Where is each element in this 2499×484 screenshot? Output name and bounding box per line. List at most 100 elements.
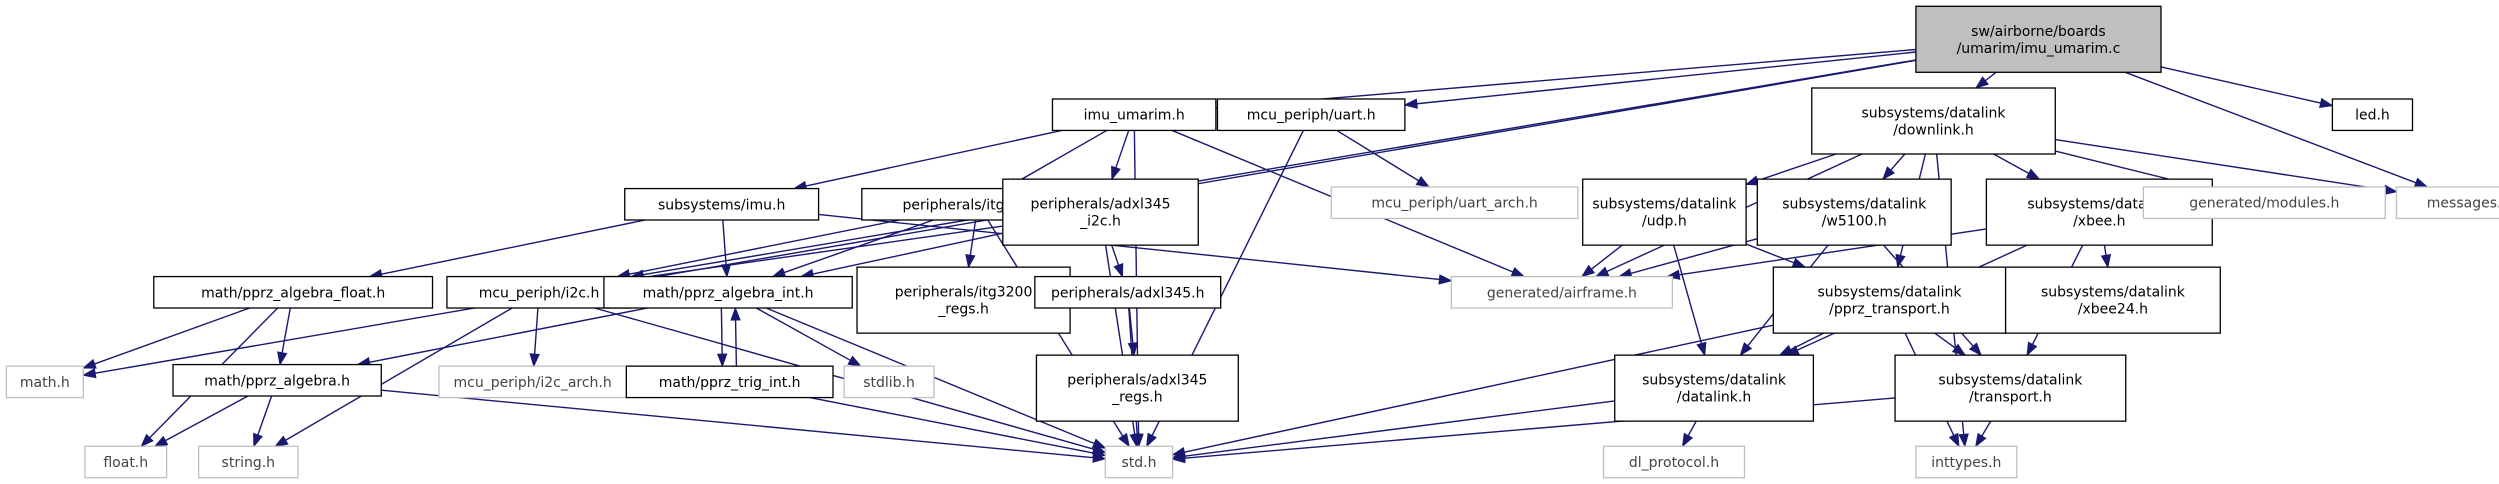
node-box	[1104, 445, 1174, 479]
arrowhead-icon	[1091, 438, 1107, 449]
node-box	[843, 365, 935, 399]
node-stdlib-h[interactable]: stdlib.h	[843, 365, 935, 399]
node-i2c-h[interactable]: mcu_periph/i2c.h	[446, 275, 632, 309]
node-imu-umarim-h[interactable]: imu_umarim.h	[1051, 98, 1217, 132]
edge-line	[2125, 71, 2417, 184]
edge-imu_umarim_h-to-adxl345_i2c_h	[1111, 130, 1130, 181]
node-box	[197, 445, 299, 479]
node-algebra-h[interactable]: math/pprz_algebra.h	[172, 363, 382, 397]
arrowhead-icon	[1681, 432, 1694, 448]
edge-algebra_int_h-to-trig_int_h	[716, 307, 728, 368]
node-imu-h[interactable]: subsystems/imu.h	[624, 187, 820, 221]
node-i2c-arch-h[interactable]: mcu_periph/i2c_arch.h	[438, 365, 628, 399]
node-label: subsystems/datalink	[1782, 197, 1927, 213]
arrowhead-icon	[771, 267, 787, 278]
node-transport-h[interactable]: subsystems/datalink/transport.h	[1894, 354, 2127, 422]
edge-pprz_transport_h-to-datalink_h	[1778, 332, 1825, 356]
node-math-h[interactable]: math.h	[5, 365, 84, 399]
edge-downlink_h-to-udp_h	[1744, 153, 1837, 186]
edge-line	[1673, 244, 1703, 344]
node-modules-h[interactable]: generated/modules.h	[2142, 186, 2386, 220]
node-label: mcu_periph/i2c.h	[479, 285, 600, 301]
arrowhead-icon	[1146, 432, 1157, 448]
edge-line	[755, 307, 851, 361]
edge-root-to-downlink_h	[1974, 71, 1997, 89]
node-inttypes-h[interactable]: inttypes.h	[1915, 445, 2018, 479]
edge-line	[1934, 332, 1956, 349]
edge-line	[381, 389, 1094, 459]
node-uart-arch-h[interactable]: mcu_periph/uart_arch.h	[1330, 186, 1579, 220]
edge-imu_h-to-airframe_h	[818, 213, 1453, 285]
node-label: mcu_periph/uart_arch.h	[1371, 196, 1537, 212]
arrowhead-icon	[253, 432, 263, 448]
node-label: subsystems/datalink	[1862, 106, 2007, 122]
arrowhead-icon	[1958, 433, 1969, 448]
node-algebra-float-h[interactable]: math/pprz_algebra_float.h	[153, 275, 434, 309]
node-label: _regs.h	[1111, 390, 1163, 406]
node-label: imu_umarim.h	[1084, 108, 1185, 124]
edge-algebra_int_h-to-algebra_h	[356, 307, 648, 368]
node-algebra-int-h[interactable]: math/pprz_algebra_int.h	[603, 275, 853, 309]
node-messages-h[interactable]: messages.h	[2395, 186, 2499, 220]
arrowhead-icon	[1739, 342, 1753, 357]
node-box	[1915, 5, 2162, 73]
edge-root-to-led_h	[2160, 66, 2334, 109]
node-trig-int-h[interactable]: math/pprz_trig_int.h	[625, 365, 834, 399]
node-label: /xbee24.h	[2078, 302, 2148, 318]
node-adxl345-regs-h[interactable]: peripherals/adxl345_regs.h	[1035, 354, 1239, 422]
node-pprz-transport-h[interactable]: subsystems/datalink/pprz_transport.h	[1772, 266, 2007, 334]
node-box	[624, 187, 820, 221]
edge-line	[2160, 66, 2321, 104]
node-led-h[interactable]: led.h	[2331, 98, 2414, 132]
node-string-h[interactable]: string.h	[197, 445, 299, 479]
node-w5100-h[interactable]: subsystems/datalink/w5100.h	[1756, 178, 1952, 246]
edge-line	[1984, 71, 1997, 82]
edge-line	[1790, 332, 1825, 351]
edge-line	[1687, 420, 1697, 437]
node-datalink-h[interactable]: subsystems/datalink/datalink.h	[1614, 354, 1815, 422]
arrowhead-icon	[1510, 266, 1526, 278]
node-box	[1035, 354, 1239, 422]
node-uart-h[interactable]: mcu_periph/uart.h	[1216, 98, 1406, 132]
node-box	[1216, 98, 1406, 132]
node-adxl345-i2c-h[interactable]: peripherals/adxl345_i2c.h	[1002, 178, 1199, 246]
node-downlink-h[interactable]: subsystems/datalink/downlink.h	[1811, 87, 2056, 155]
arrowhead-icon	[1415, 176, 1431, 188]
arrowhead-icon	[81, 358, 97, 369]
node-airframe-h[interactable]: generated/airframe.h	[1450, 275, 1674, 309]
node-box	[1772, 266, 2007, 334]
edge-line	[1115, 130, 1130, 169]
node-root[interactable]: sw/airborne/boards/umarim/imu_umarim.c	[1915, 5, 2162, 73]
edge-line	[805, 129, 1062, 187]
node-label: /transport.h	[1969, 390, 2052, 406]
node-float-h[interactable]: float.h	[84, 445, 168, 479]
node-label: generated/airframe.h	[1487, 285, 1637, 301]
node-box	[1330, 186, 1579, 220]
edge-line	[1184, 400, 1615, 457]
arrowhead-icon	[81, 367, 97, 379]
node-label: float.h	[103, 455, 148, 471]
edge-line	[629, 219, 900, 275]
edge-line	[1591, 244, 1623, 270]
node-label: peripherals/adxl345	[1067, 373, 1207, 389]
arrowhead-icon	[1171, 452, 1186, 464]
node-label: _regs.h	[937, 302, 989, 318]
arrowhead-icon	[273, 435, 289, 448]
node-dl-protocol-h[interactable]: dl_protocol.h	[1602, 445, 1746, 479]
node-std-h[interactable]: std.h	[1104, 445, 1174, 479]
node-adxl345-h[interactable]: peripherals/adxl345.h	[1034, 275, 1222, 309]
edge-line	[1981, 420, 1992, 437]
arrowhead-icon	[1968, 342, 1983, 357]
node-box	[603, 275, 853, 309]
edge-line	[369, 307, 648, 363]
node-box	[1756, 178, 1952, 246]
edge-line	[812, 232, 1003, 275]
node-label: subsystems/datalink	[1592, 197, 1737, 213]
node-box	[153, 275, 434, 309]
arrowhead-icon	[1403, 98, 1418, 109]
arrowhead-icon	[1974, 76, 1989, 89]
node-xbee24-h[interactable]: subsystems/datalink/xbee24.h	[2004, 266, 2221, 334]
edge-algebra_h-to-string_h	[253, 395, 273, 448]
node-udp-h[interactable]: subsystems/datalink/udp.h	[1582, 178, 1747, 246]
edge-udp_h-to-pprz_transport_h	[1745, 243, 1807, 268]
